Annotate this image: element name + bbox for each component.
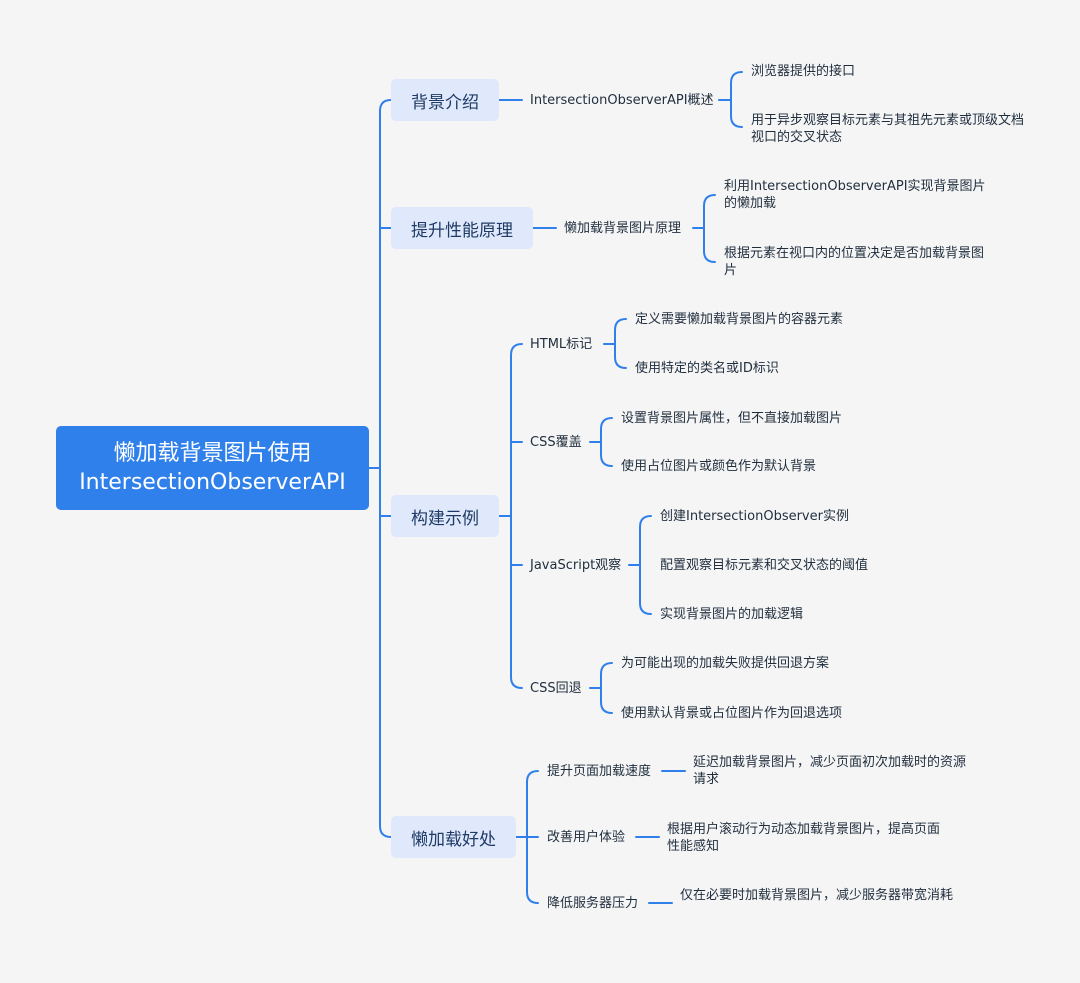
topic-user-experience: 改善用户体验 (547, 830, 626, 845)
topic-js-observe: JavaScript观察 (530, 558, 622, 573)
root-node: 懒加载背景图片使用 IntersectionObserverAPI (56, 426, 369, 510)
branch-label: 构建示例 (411, 508, 479, 529)
leaf-text: 使用特定的类名或ID标识 (635, 361, 779, 376)
leaf-text: 创建IntersectionObserver实例 (660, 509, 849, 524)
leaf-text: 根据元素在视口内的位置决定是否加载背景图片 (724, 246, 985, 278)
topic-server-load: 降低服务器压力 (547, 896, 639, 911)
topic-html-markup: HTML标记 (530, 337, 593, 352)
topic-api-overview: IntersectionObserverAPI概述 (530, 93, 714, 108)
branch-performance: 提升性能原理 (391, 207, 533, 249)
branch-benefits: 懒加载好处 (391, 816, 516, 858)
branch-build-example: 构建示例 (391, 495, 499, 537)
leaf-text: 浏览器提供的接口 (751, 64, 856, 79)
branch-label: 懒加载好处 (411, 829, 496, 850)
topic-css-override: CSS覆盖 (530, 435, 582, 450)
leaf-text: 根据用户滚动行为动态加载背景图片，提高页面性能感知 (667, 822, 941, 854)
leaf-text: 定义需要懒加载背景图片的容器元素 (635, 312, 844, 327)
leaf-text: 用于异步观察目标元素与其祖先元素或顶级文档视口的交叉状态 (751, 113, 1025, 145)
topic-css-fallback: CSS回退 (530, 681, 582, 696)
leaf-text: 利用IntersectionObserverAPI实现背景图片的懒加载 (724, 179, 986, 211)
leaf-text: 仅在必要时加载背景图片，减少服务器带宽消耗 (680, 888, 954, 903)
leaf-text: 使用默认背景或占位图片作为回退选项 (621, 706, 843, 721)
leaf-text: 使用占位图片或颜色作为默认背景 (621, 459, 817, 474)
branch-label: 提升性能原理 (411, 220, 513, 241)
leaf-text: 配置观察目标元素和交叉状态的阈值 (660, 558, 869, 573)
leaf-text: 实现背景图片的加载逻辑 (660, 607, 804, 622)
leaf-text: 设置背景图片属性，但不直接加载图片 (621, 411, 843, 426)
branch-background: 背景介绍 (391, 79, 499, 121)
leaf-text: 延迟加载背景图片，减少页面初次加载时的资源请求 (693, 755, 967, 787)
branch-label: 背景介绍 (411, 92, 479, 113)
leaf-text: 为可能出现的加载失败提供回退方案 (621, 656, 830, 671)
topic-load-speed: 提升页面加载速度 (547, 764, 652, 779)
root-title-line1: 懒加载背景图片使用 (113, 441, 312, 466)
root-title-line2: IntersectionObserverAPI (79, 470, 346, 495)
topic-lazy-principle: 懒加载背景图片原理 (564, 221, 682, 236)
